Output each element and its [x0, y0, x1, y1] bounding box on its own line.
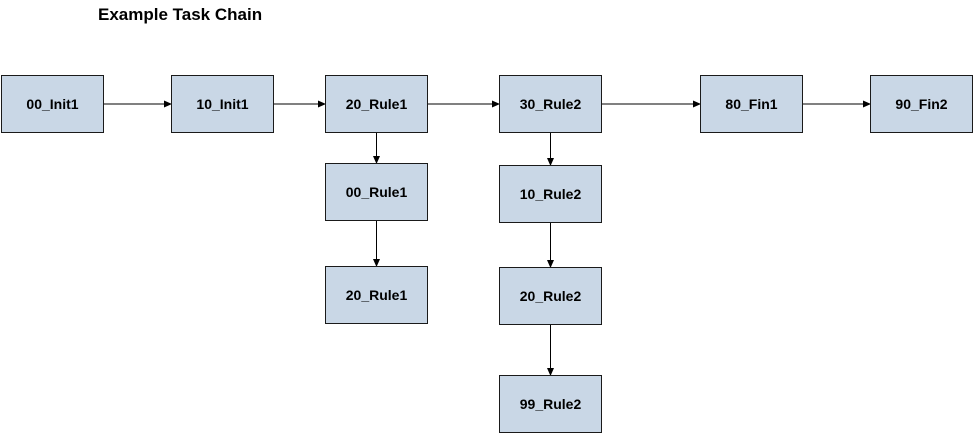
task-node-20-rule1: 20_Rule1 [325, 266, 428, 324]
task-node-label: 99_Rule2 [519, 396, 582, 412]
task-node-99-rule2: 99_Rule2 [499, 375, 602, 433]
task-node-label: 00_Init1 [26, 96, 79, 112]
task-node-label: 20_Rule2 [519, 288, 582, 304]
task-node-20-rule1: 20_Rule1 [325, 75, 428, 133]
task-node-label: 30_Rule2 [519, 96, 582, 112]
diagram-title: Example Task Chain [98, 5, 263, 24]
task-node-label: 10_Rule2 [519, 186, 582, 202]
task-node-label: 10_Init1 [196, 96, 249, 112]
task-node-label: 80_Fin1 [725, 96, 778, 112]
task-node-90-fin2: 90_Fin2 [870, 75, 973, 133]
task-node-30-rule2: 30_Rule2 [499, 75, 602, 133]
task-node-20-rule2: 20_Rule2 [499, 267, 602, 325]
task-node-label: 20_Rule1 [345, 287, 408, 303]
task-node-10-init1: 10_Init1 [171, 75, 274, 133]
task-node-00-rule1: 00_Rule1 [325, 163, 428, 221]
task-node-label: 90_Fin2 [895, 96, 948, 112]
task-node-10-rule2: 10_Rule2 [499, 165, 602, 223]
task-node-label: 20_Rule1 [345, 96, 408, 112]
task-node-label: 00_Rule1 [345, 184, 408, 200]
task-node-00-init1: 00_Init1 [1, 75, 104, 133]
task-node-80-fin1: 80_Fin1 [700, 75, 803, 133]
